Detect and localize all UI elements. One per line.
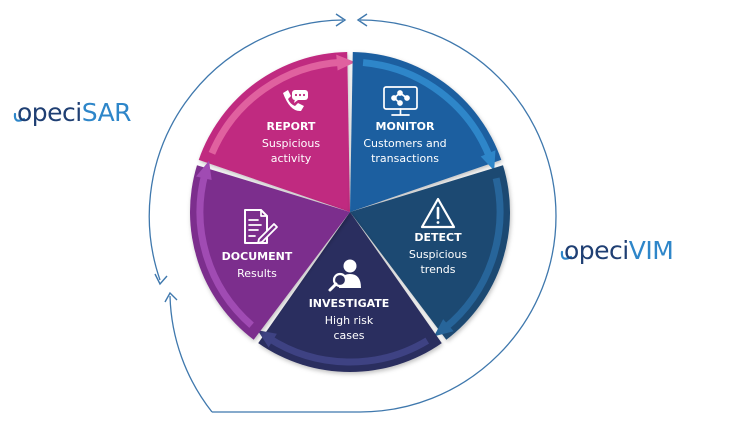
outer-ring-arc-left bbox=[148, 19, 344, 281]
segment-document bbox=[189, 165, 350, 340]
segment-monitor-desc-line: transactions bbox=[371, 152, 439, 165]
segment-report-arrow bbox=[208, 58, 343, 155]
segment-detect-arrow bbox=[442, 177, 504, 332]
segment-monitor-desc-line: Customers and bbox=[363, 137, 446, 150]
segment-monitor-arrow bbox=[362, 59, 494, 160]
ring-arrowhead-top-right-icon bbox=[335, 13, 347, 27]
svg-text:opeciVIM: opeciVIM bbox=[564, 236, 673, 265]
segment-detect-arrowhead-icon bbox=[433, 319, 454, 337]
ring-arrowhead-left-icon bbox=[154, 273, 168, 286]
segment-monitor bbox=[350, 52, 502, 212]
magnifier-person-icon bbox=[328, 259, 361, 292]
specisar-logo: opeciSAR bbox=[13, 98, 132, 127]
segment-investigate-arrowhead-icon bbox=[257, 330, 277, 348]
cycle-segments bbox=[189, 52, 510, 372]
phone-chat-icon bbox=[283, 90, 308, 112]
segment-report-desc-line: Suspicious bbox=[262, 137, 321, 150]
outer-ring bbox=[148, 13, 557, 413]
segment-investigate-desc-line: High risk bbox=[325, 314, 374, 327]
logo-sar-prefix: opeci bbox=[17, 98, 82, 127]
segment-investigate-desc-line: cases bbox=[333, 329, 364, 342]
segment-labels: REPORT Suspicious activity MONITOR Customers… bbox=[222, 120, 468, 342]
segment-investigate-arrow bbox=[266, 334, 430, 366]
logo-vim-prefix: opeci bbox=[564, 236, 629, 265]
ring-arrowhead-top-left-icon bbox=[356, 13, 368, 27]
specivim-logo: opeciVIM bbox=[560, 236, 674, 265]
segment-detect-desc-line: trends bbox=[420, 263, 455, 276]
outer-ring-arc-bottom bbox=[169, 295, 213, 413]
segment-document-arrowhead-icon bbox=[196, 160, 212, 181]
warning-triangle-icon bbox=[420, 197, 456, 229]
document-pen-icon bbox=[244, 209, 278, 244]
logo-vim-suffix: VIM bbox=[629, 236, 674, 265]
outer-ring-arc-right bbox=[212, 19, 557, 413]
segment-detect-desc-line: Suspicious bbox=[409, 248, 468, 261]
segment-document-desc-line: Results bbox=[237, 267, 277, 280]
monitor-network-icon bbox=[383, 86, 418, 116]
segment-monitor-title: MONITOR bbox=[376, 120, 435, 133]
segment-investigate-title: INVESTIGATE bbox=[309, 297, 390, 310]
ring-arrowhead-bottom-left-icon bbox=[164, 291, 178, 303]
segment-document-title: DOCUMENT bbox=[222, 250, 293, 263]
segment-report-arrowhead-icon bbox=[336, 54, 356, 71]
segment-document-arrow bbox=[196, 172, 254, 328]
segment-report-title: REPORT bbox=[267, 120, 316, 133]
segment-investigate bbox=[258, 212, 442, 372]
segment-report bbox=[198, 52, 350, 212]
segment-report-desc-line: activity bbox=[271, 152, 312, 165]
logo-swoosh-icon bbox=[560, 250, 573, 260]
segment-detect-title: DETECT bbox=[414, 231, 462, 244]
segment-detect bbox=[350, 165, 510, 340]
logo-sar-suffix: SAR bbox=[82, 98, 131, 127]
segment-monitor-arrowhead-icon bbox=[480, 150, 496, 171]
svg-text:opeciSAR: opeciSAR bbox=[17, 98, 131, 127]
logo-swoosh-icon bbox=[13, 112, 26, 122]
